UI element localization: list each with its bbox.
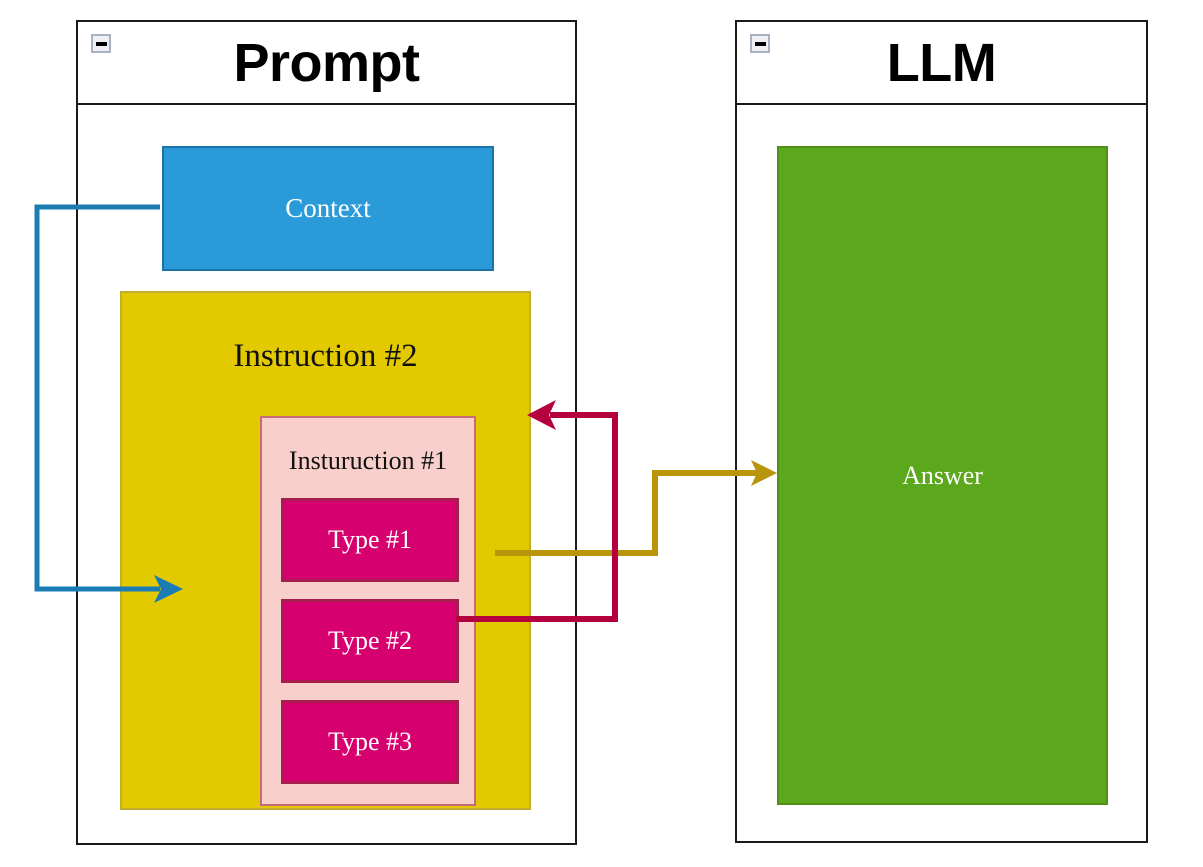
block-type-1[interactable]: Type #1 — [281, 498, 459, 582]
block-type-1-label: Type #1 — [327, 525, 413, 554]
minus-icon[interactable] — [750, 34, 770, 53]
block-instruction1[interactable]: Insturuction #1 Type #1 Type #2 Type #3 — [260, 416, 476, 806]
block-answer[interactable]: Answer — [777, 146, 1108, 805]
block-instruction2-label: Instruction #2 — [233, 338, 418, 374]
panel-prompt[interactable]: Prompt Context Instruction #2 Insturucti… — [76, 20, 577, 845]
block-context[interactable]: Context — [162, 146, 494, 271]
panel-llm[interactable]: LLM Answer — [735, 20, 1148, 843]
minus-icon[interactable] — [91, 34, 111, 53]
block-context-label: Context — [285, 193, 371, 223]
panel-prompt-header: Prompt — [78, 22, 575, 105]
panel-llm-title: LLM — [886, 32, 997, 93]
minus-icon-bar — [95, 41, 107, 46]
block-type-3-label: Type #3 — [327, 727, 413, 756]
block-type-3[interactable]: Type #3 — [281, 700, 459, 784]
block-answer-label: Answer — [902, 460, 983, 490]
block-instruction1-label: Insturuction #1 — [288, 446, 448, 475]
panel-prompt-title: Prompt — [233, 32, 421, 93]
minus-icon-bar — [754, 41, 766, 46]
block-instruction2[interactable]: Instruction #2 Insturuction #1 Type #1 T… — [120, 291, 531, 810]
block-type-2[interactable]: Type #2 — [281, 599, 459, 683]
panel-llm-header: LLM — [737, 22, 1146, 105]
block-type-2-label: Type #2 — [327, 626, 413, 655]
